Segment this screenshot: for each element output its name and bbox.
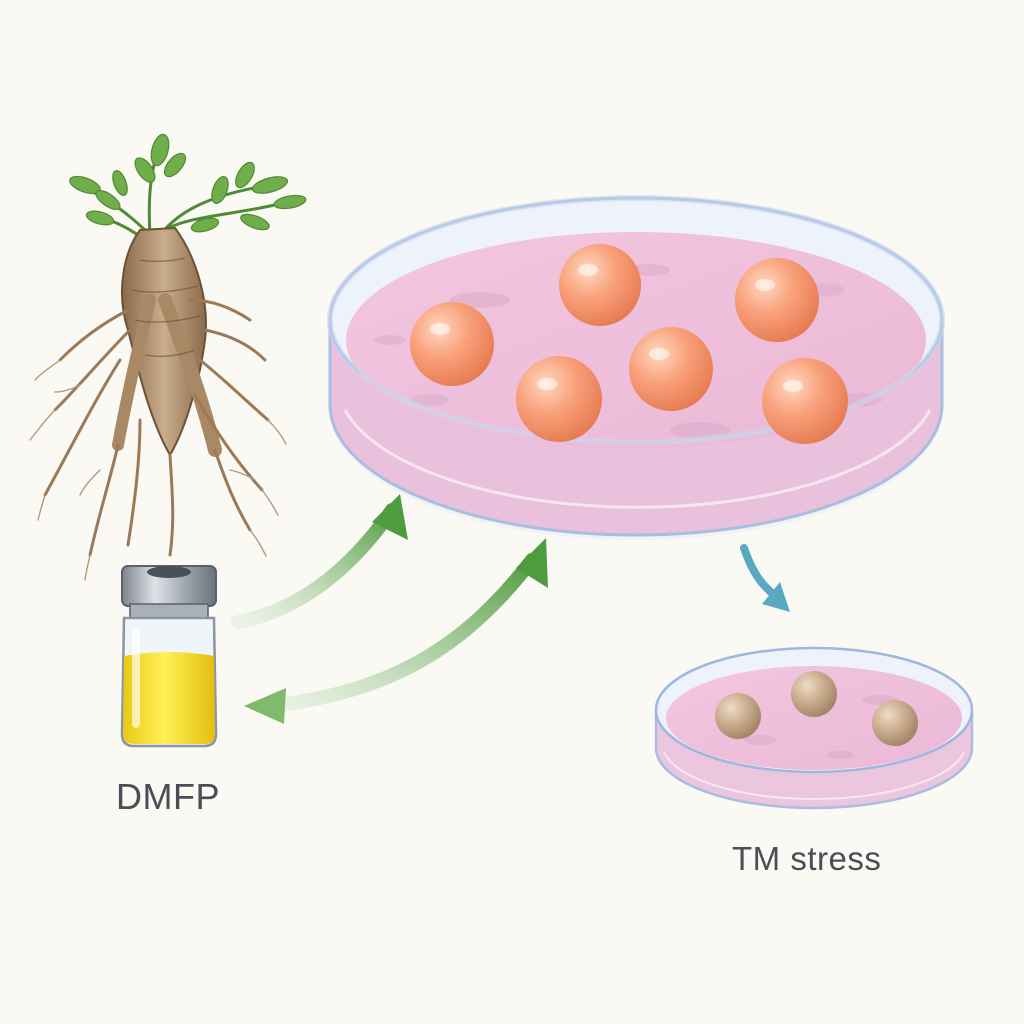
- stress-condition-label: TM stress: [732, 840, 882, 877]
- cell: [735, 258, 819, 342]
- stressed-cells: [715, 671, 918, 746]
- cell: [516, 356, 602, 442]
- arrowhead: [516, 538, 548, 588]
- arrowhead: [244, 688, 286, 724]
- cell: [559, 244, 641, 326]
- healthy-cells: [410, 244, 848, 444]
- cell: [410, 302, 494, 386]
- arrow-vial-to-dish: [231, 503, 399, 629]
- compound-label: DMFP: [116, 776, 220, 817]
- transition-arrow: [740, 544, 790, 612]
- vial-icon: [120, 565, 218, 748]
- cell: [629, 327, 713, 411]
- cell: [872, 700, 918, 746]
- cell: [715, 693, 761, 739]
- petri-dish-large: [327, 195, 945, 540]
- arrowhead: [372, 494, 408, 540]
- treatment-arrows: [231, 494, 548, 724]
- cell: [791, 671, 837, 717]
- ginseng-root-icon: [29, 133, 307, 581]
- arrow-dish-to-vial: [271, 553, 539, 712]
- cell: [762, 358, 848, 444]
